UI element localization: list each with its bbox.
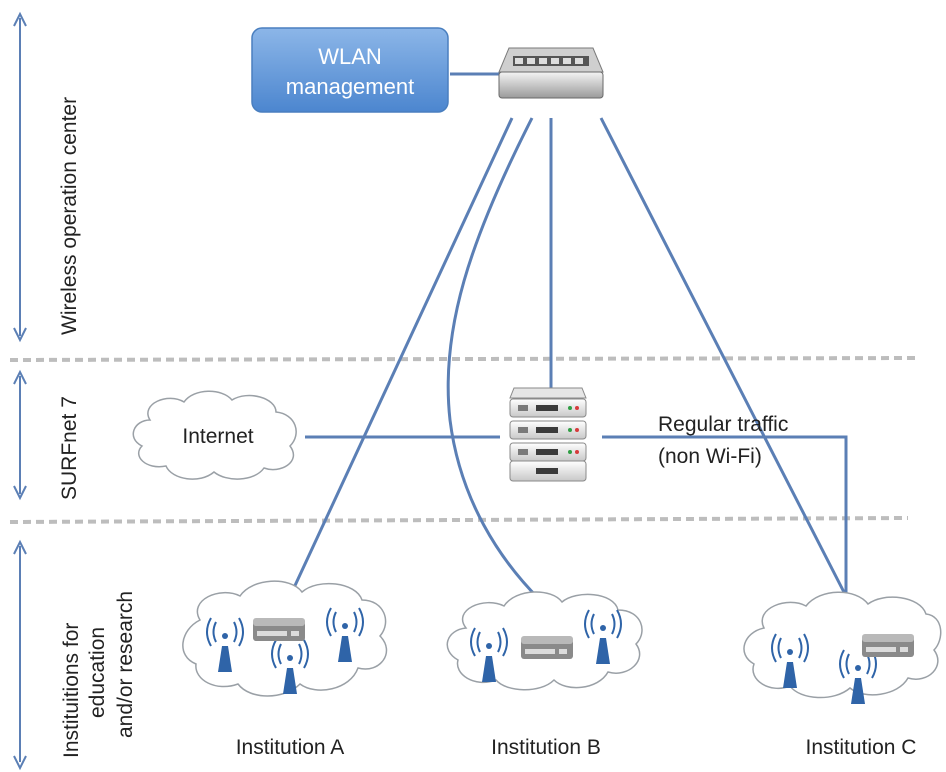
access-switch-icon — [862, 634, 914, 657]
core-switch-icon — [498, 47, 604, 99]
institution-a-label: Institution A — [236, 736, 345, 759]
zone-label-institutions-line1: Instituitions for — [60, 623, 83, 758]
zone-label-institutions-line3: and/or research — [114, 591, 137, 738]
zone-label-institutions-line2: education — [86, 627, 109, 718]
separator-top — [9, 356, 917, 362]
internet-cloud: Internet — [132, 390, 297, 480]
internet-label: Internet — [182, 425, 253, 448]
separator-bottom — [9, 516, 909, 524]
access-switch-icon — [253, 618, 305, 641]
institution-a-cloud — [182, 580, 388, 697]
zone-arrow-middle — [13, 369, 27, 501]
regular-traffic-label-line1: Regular traffic — [658, 413, 788, 436]
institution-c-cloud — [743, 591, 942, 705]
access-switch-icon — [521, 636, 573, 659]
wlan-label-line1: WLAN — [318, 44, 382, 69]
network-links — [290, 72, 850, 602]
server-stack-icon — [509, 387, 587, 482]
zone-label-surfnet: SURFnet 7 — [58, 396, 81, 500]
wlan-management-box: WLAN management — [251, 27, 449, 113]
institution-b-label: Institution B — [491, 736, 601, 759]
zone-label-wireless-operation-center: Wireless operation center — [58, 97, 81, 335]
institution-b-cloud — [446, 591, 643, 691]
regular-traffic-label-line2: (non Wi-Fi) — [658, 445, 762, 468]
institution-c-label: Institution C — [806, 736, 917, 759]
zone-arrow-bottom — [13, 539, 27, 771]
wlan-label-line2: management — [286, 74, 414, 99]
zone-arrow-top — [13, 11, 27, 343]
